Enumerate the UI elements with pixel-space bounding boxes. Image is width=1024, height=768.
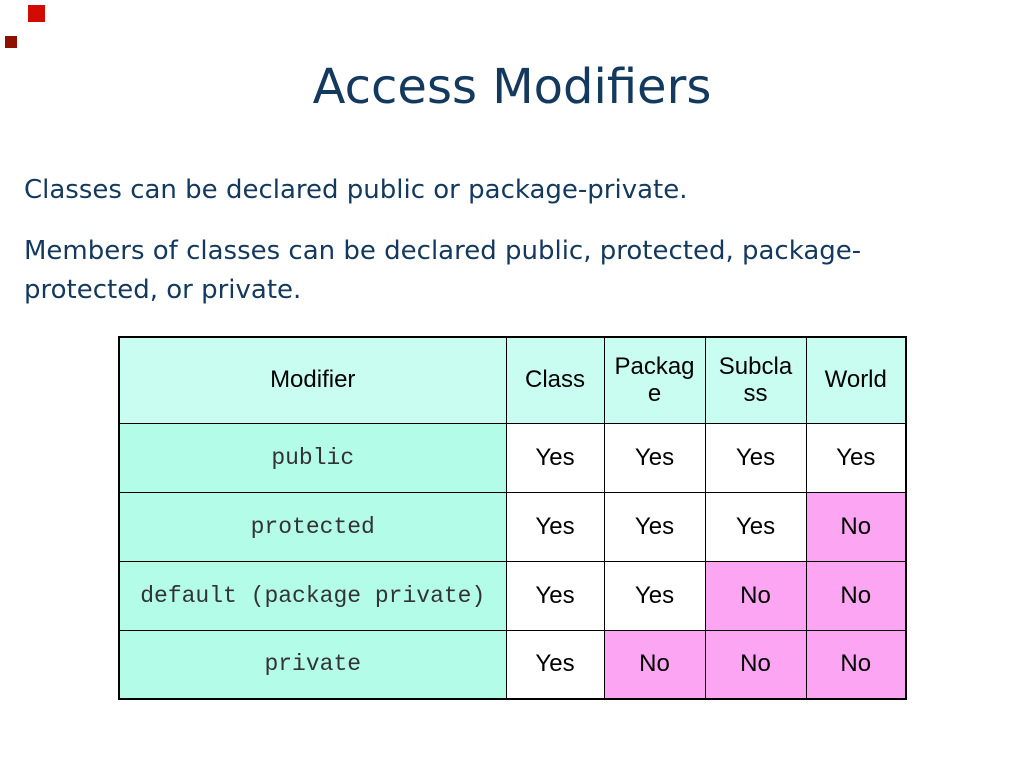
table-row-private: private Yes No No No <box>118 629 907 700</box>
intro-paragraph-1-text: Classes can be declared public or packag… <box>24 175 688 205</box>
answer-cell: Yes <box>704 422 807 493</box>
access-modifiers-table: Modifier Class Packag e Subcla ss World … <box>118 336 907 700</box>
red-square-decor-2 <box>5 36 17 48</box>
modifier-cell: private <box>118 629 507 700</box>
intro-paragraph-2-line-2: protected, or private. <box>24 275 302 305</box>
answer-cell: No <box>603 629 706 700</box>
answer-cell: Yes <box>805 422 907 493</box>
page-title: Access Modifiers <box>312 59 712 115</box>
answer-cell: No <box>704 629 807 700</box>
answer-cell: Yes <box>505 629 605 700</box>
intro-paragraph-2: Members of classes can be declared publi… <box>24 232 996 310</box>
column-header-class: Class <box>505 336 605 424</box>
answer-cell: No <box>805 560 907 631</box>
column-header-package: Packag e <box>603 336 706 424</box>
answer-cell: Yes <box>603 560 706 631</box>
modifier-cell: public <box>118 422 507 493</box>
column-header-modifier: Modifier <box>118 336 507 424</box>
red-square-decor-1 <box>28 5 45 22</box>
answer-cell: Yes <box>505 491 605 562</box>
intro-paragraph-1: Classes can be declared public or packag… <box>24 171 996 210</box>
answer-cell: Yes <box>505 560 605 631</box>
answer-cell: No <box>805 629 907 700</box>
modifier-cell: default (package private) <box>118 560 507 631</box>
modifier-cell: protected <box>118 491 507 562</box>
answer-cell: No <box>704 560 807 631</box>
answer-cell: Yes <box>603 422 706 493</box>
table-row-protected: protected Yes Yes Yes No <box>118 491 907 562</box>
intro-text: Classes can be declared public or packag… <box>24 171 996 332</box>
intro-paragraph-2-line-1: Members of classes can be declared publi… <box>24 236 862 266</box>
table-row-default: default (package private) Yes Yes No No <box>118 560 907 631</box>
table-row-public: public Yes Yes Yes Yes <box>118 422 907 493</box>
answer-cell: Yes <box>603 491 706 562</box>
column-header-world: World <box>805 336 907 424</box>
answer-cell: Yes <box>704 491 807 562</box>
table-header-row: Modifier Class Packag e Subcla ss World <box>118 336 907 424</box>
answer-cell: Yes <box>505 422 605 493</box>
column-header-subclass: Subcla ss <box>704 336 807 424</box>
answer-cell: No <box>805 491 907 562</box>
